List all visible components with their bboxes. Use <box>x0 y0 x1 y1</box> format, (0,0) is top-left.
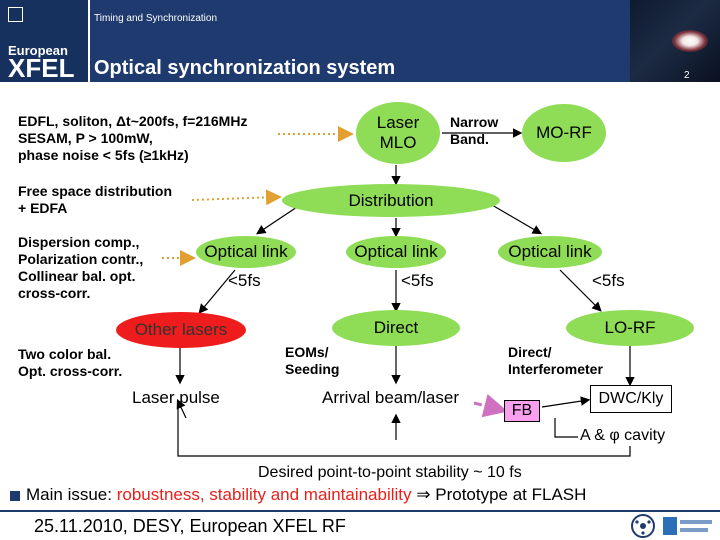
note-free-space-line-2: + EDFA <box>18 200 68 216</box>
main-issue-highlight: robustness, stability and maintainabilit… <box>116 485 412 504</box>
node-direct: Direct <box>332 310 460 346</box>
node-distribution: Distribution <box>282 184 500 217</box>
slide-title: Optical synchronization system <box>94 57 396 79</box>
node-dwc-kly-label: DWC/Kly <box>598 390 664 407</box>
note-edfl: EDFL, soliton, Δt~200fs, f=216MHz SESAM,… <box>18 113 247 164</box>
node-laser-mlo-line-1: Laser <box>376 113 420 132</box>
note-dispersion: Dispersion comp., Polarization contr., C… <box>18 234 143 302</box>
main-issue: Main issue: robustness, stability and ma… <box>10 485 586 505</box>
arrow-dist-link3 <box>491 204 543 235</box>
stability-bracket <box>177 402 631 457</box>
node-optical-link-2-label: Optical link <box>354 242 438 261</box>
note-narrow-line-1: Narrow <box>450 114 499 130</box>
link-spec-3: <5fs <box>592 271 625 290</box>
node-optical-link-2: Optical link <box>346 236 446 268</box>
header-subtitle: Timing and Synchronization <box>94 13 218 24</box>
node-lo-rf-label: LO-RF <box>604 318 656 337</box>
header-photo-flare <box>672 30 708 52</box>
header-divider <box>88 0 90 82</box>
node-mo-rf-label: MO-RF <box>536 123 592 142</box>
logo-square-icon <box>8 7 23 22</box>
node-other-lasers-label: Other lasers <box>134 320 228 339</box>
note-edfl-line-1: EDFL, soliton, Δt~200fs, f=216MHz <box>18 113 248 129</box>
helmholtz-logo-icon <box>663 517 712 535</box>
node-optical-link-3-label: Optical link <box>508 242 592 261</box>
page-number: 2 <box>684 70 690 81</box>
label-arrival: Arrival beam/laser <box>322 388 459 407</box>
arrow-dist-link1 <box>256 204 301 235</box>
main-issue-tail: Prototype at FLASH <box>435 485 587 504</box>
node-other-lasers: Other lasers <box>116 312 246 348</box>
node-fb-label: FB <box>511 402 533 419</box>
arrow-fb-dwc <box>541 396 591 408</box>
node-laser-mlo-line-2: MLO <box>379 133 417 152</box>
note-edfl-line-3: phase noise < 5fs (≥1kHz) <box>18 147 189 163</box>
node-mo-rf: MO-RF <box>522 104 606 162</box>
footer-text: 25.11.2010, DESY, European XFEL RF <box>34 516 346 536</box>
note-dispersion-line-4: cross-corr. <box>18 285 91 301</box>
note-dispersion-line-2: Polarization contr., <box>18 251 144 267</box>
note-dispersion-line-1: Dispersion comp., <box>18 234 140 250</box>
partner-logo-icon <box>631 514 655 538</box>
logo-text-xfel: XFEL <box>8 53 75 83</box>
node-laser-mlo: Laser MLO <box>356 102 440 164</box>
note-free-space: Free space distribution + EDFA <box>18 183 172 217</box>
note-direct-interf-line-1: Direct/ <box>508 344 552 360</box>
note-narrow-band: Narrow Band. <box>450 114 498 148</box>
footer-divider <box>0 510 720 512</box>
link-spec-1: <5fs <box>228 271 261 290</box>
note-narrow-line-2: Band. <box>450 131 489 147</box>
node-optical-link-3: Optical link <box>498 236 602 268</box>
note-direct-interf: Direct/ Interferometer <box>508 344 603 378</box>
stability-text: Desired point-to-point stability ~ 10 fs <box>258 464 522 481</box>
note-dispersion-line-3: Collinear bal. opt. <box>18 268 136 284</box>
dotted-arrow-distribution <box>191 189 282 206</box>
node-direct-label: Direct <box>373 318 419 337</box>
node-dwc-kly: DWC/Kly <box>590 385 672 413</box>
xfel-logo: European XFEL <box>0 0 88 83</box>
node-optical-link-1-label: Optical link <box>204 242 288 261</box>
node-distribution-label: Distribution <box>348 190 434 210</box>
note-two-color-line-1: Two color bal. <box>18 346 112 362</box>
note-two-color: Two color bal. Opt. cross-corr. <box>18 346 122 380</box>
bracket-arrow-left <box>176 398 187 419</box>
line-fb-cavity <box>554 418 578 438</box>
label-laser-pulse: Laser pulse <box>132 388 220 407</box>
note-free-space-line-1: Free space distribution <box>18 183 173 199</box>
note-eoms: EOMs/ Seeding <box>285 344 339 378</box>
arrow-link1-otherlasers <box>198 269 236 314</box>
note-edfl-line-2: SESAM, P > 100mW, <box>18 130 153 146</box>
slide-header: European XFEL Timing and Synchronization… <box>0 0 720 83</box>
node-optical-link-1: Optical link <box>196 236 296 268</box>
node-lo-rf: LO-RF <box>566 310 694 346</box>
link-spec-2: <5fs <box>401 271 434 290</box>
main-issue-lead: Main issue: <box>26 485 117 504</box>
node-fb: FB <box>504 400 540 422</box>
dashed-arrival-fb <box>473 393 508 418</box>
logo-text-european: European <box>8 43 68 58</box>
note-two-color-line-2: Opt. cross-corr. <box>18 363 123 379</box>
arrow-link3-lorf <box>559 269 602 312</box>
note-eoms-line-1: EOMs/ <box>285 344 329 360</box>
note-direct-interf-line-2: Interferometer <box>508 361 603 377</box>
label-cavity: A & φ cavity <box>580 427 666 444</box>
main-issue-arrow: ⇒ <box>411 485 436 504</box>
bullet-square-icon <box>10 490 20 501</box>
note-eoms-line-2: Seeding <box>285 361 340 377</box>
